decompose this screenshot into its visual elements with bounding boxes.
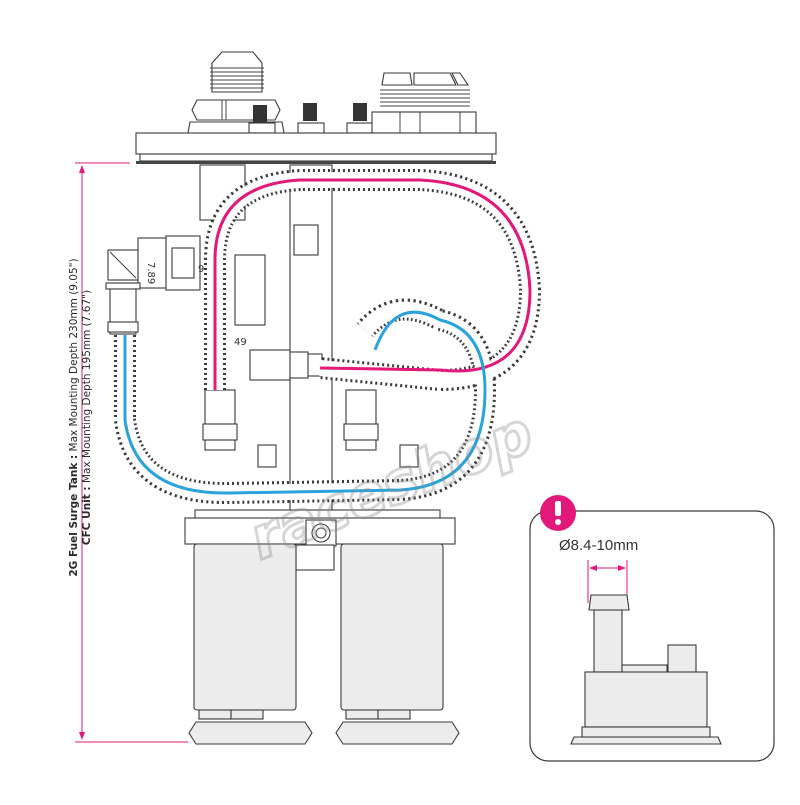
top-plate <box>135 132 497 164</box>
connector-mid-a-label: 9 <box>198 264 204 275</box>
surge-tank-label: 2G Fuel Surge Tank : <box>68 454 80 577</box>
arrow-up-icon <box>79 165 85 173</box>
pink-fuel-line <box>213 178 532 390</box>
base-fittings <box>202 389 419 468</box>
surge-tank-depth: Max Mounting Depth 230mm (9.05") <box>68 258 80 455</box>
mounting-depth-dimension <box>75 162 188 743</box>
fuel-pump-right <box>335 543 460 745</box>
cross-connector <box>249 349 323 381</box>
top-fittings <box>187 51 477 134</box>
connector-mid-b-label: 49 <box>234 337 247 348</box>
left-connector: 7.89 9 49 <box>105 235 247 348</box>
pump-collar <box>184 509 456 571</box>
cfc-unit-label: CFC Unit : <box>81 486 93 546</box>
arrow-down-icon <box>79 732 85 740</box>
detail-callout <box>529 495 775 762</box>
mounting-depth-label: 2G Fuel Surge Tank : Max Mounting Depth … <box>68 245 94 590</box>
blue-fuel-line <box>123 310 487 495</box>
diameter-label: Ø8.4-10mm <box>559 537 639 554</box>
cfc-unit-depth: Max Mounting Depth 195mm (7.67") <box>81 289 93 487</box>
connector-left-label: 7.89 <box>145 262 156 284</box>
fuel-pump-left <box>188 543 313 745</box>
